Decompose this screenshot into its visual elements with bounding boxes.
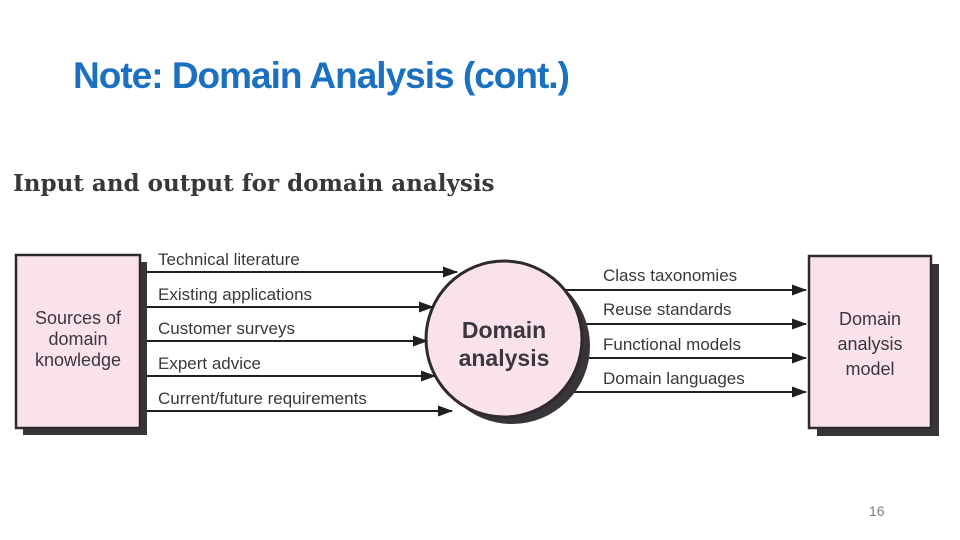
input-labels: Technical literature Existing applicatio… [158, 250, 367, 408]
input-label-current-future-requirements: Current/future requirements [158, 389, 367, 408]
output-box-shape [807, 254, 933, 430]
source-box-label-line1: Sources of [35, 308, 122, 328]
output-label-class-taxonomies: Class taxonomies [603, 266, 737, 285]
process-label-line2: analysis [459, 345, 550, 371]
output-box-label-line1: Domain [839, 309, 901, 329]
output-labels: Class taxonomies Reuse standards Functio… [603, 266, 745, 388]
output-label-functional-models: Functional models [603, 335, 741, 354]
source-box-label-line3: knowledge [35, 350, 121, 370]
source-box-label-line2: domain [48, 329, 107, 349]
process-label-line1: Domain [462, 317, 546, 343]
output-box: Domain analysis model [807, 254, 939, 436]
input-arrows [142, 266, 458, 417]
page-number: 16 [869, 503, 885, 519]
output-box-label-line2: analysis [837, 334, 902, 354]
output-label-domain-languages: Domain languages [603, 369, 745, 388]
output-label-reuse-standards: Reuse standards [603, 300, 732, 319]
input-label-expert-advice: Expert advice [158, 354, 261, 373]
process-circle: Domain analysis [424, 259, 590, 424]
output-box-label-line3: model [845, 359, 894, 379]
input-label-existing-applications: Existing applications [158, 285, 312, 304]
output-arrows [556, 284, 807, 398]
input-label-customer-surveys: Customer surveys [158, 319, 295, 338]
input-label-technical-literature: Technical literature [158, 250, 300, 269]
figure-caption: Input and output for domain analysis [13, 170, 495, 197]
source-box: Sources of domain knowledge [14, 253, 147, 435]
slide-title: Note: Domain Analysis (cont.) [73, 55, 570, 96]
source-box-shape [14, 253, 142, 430]
